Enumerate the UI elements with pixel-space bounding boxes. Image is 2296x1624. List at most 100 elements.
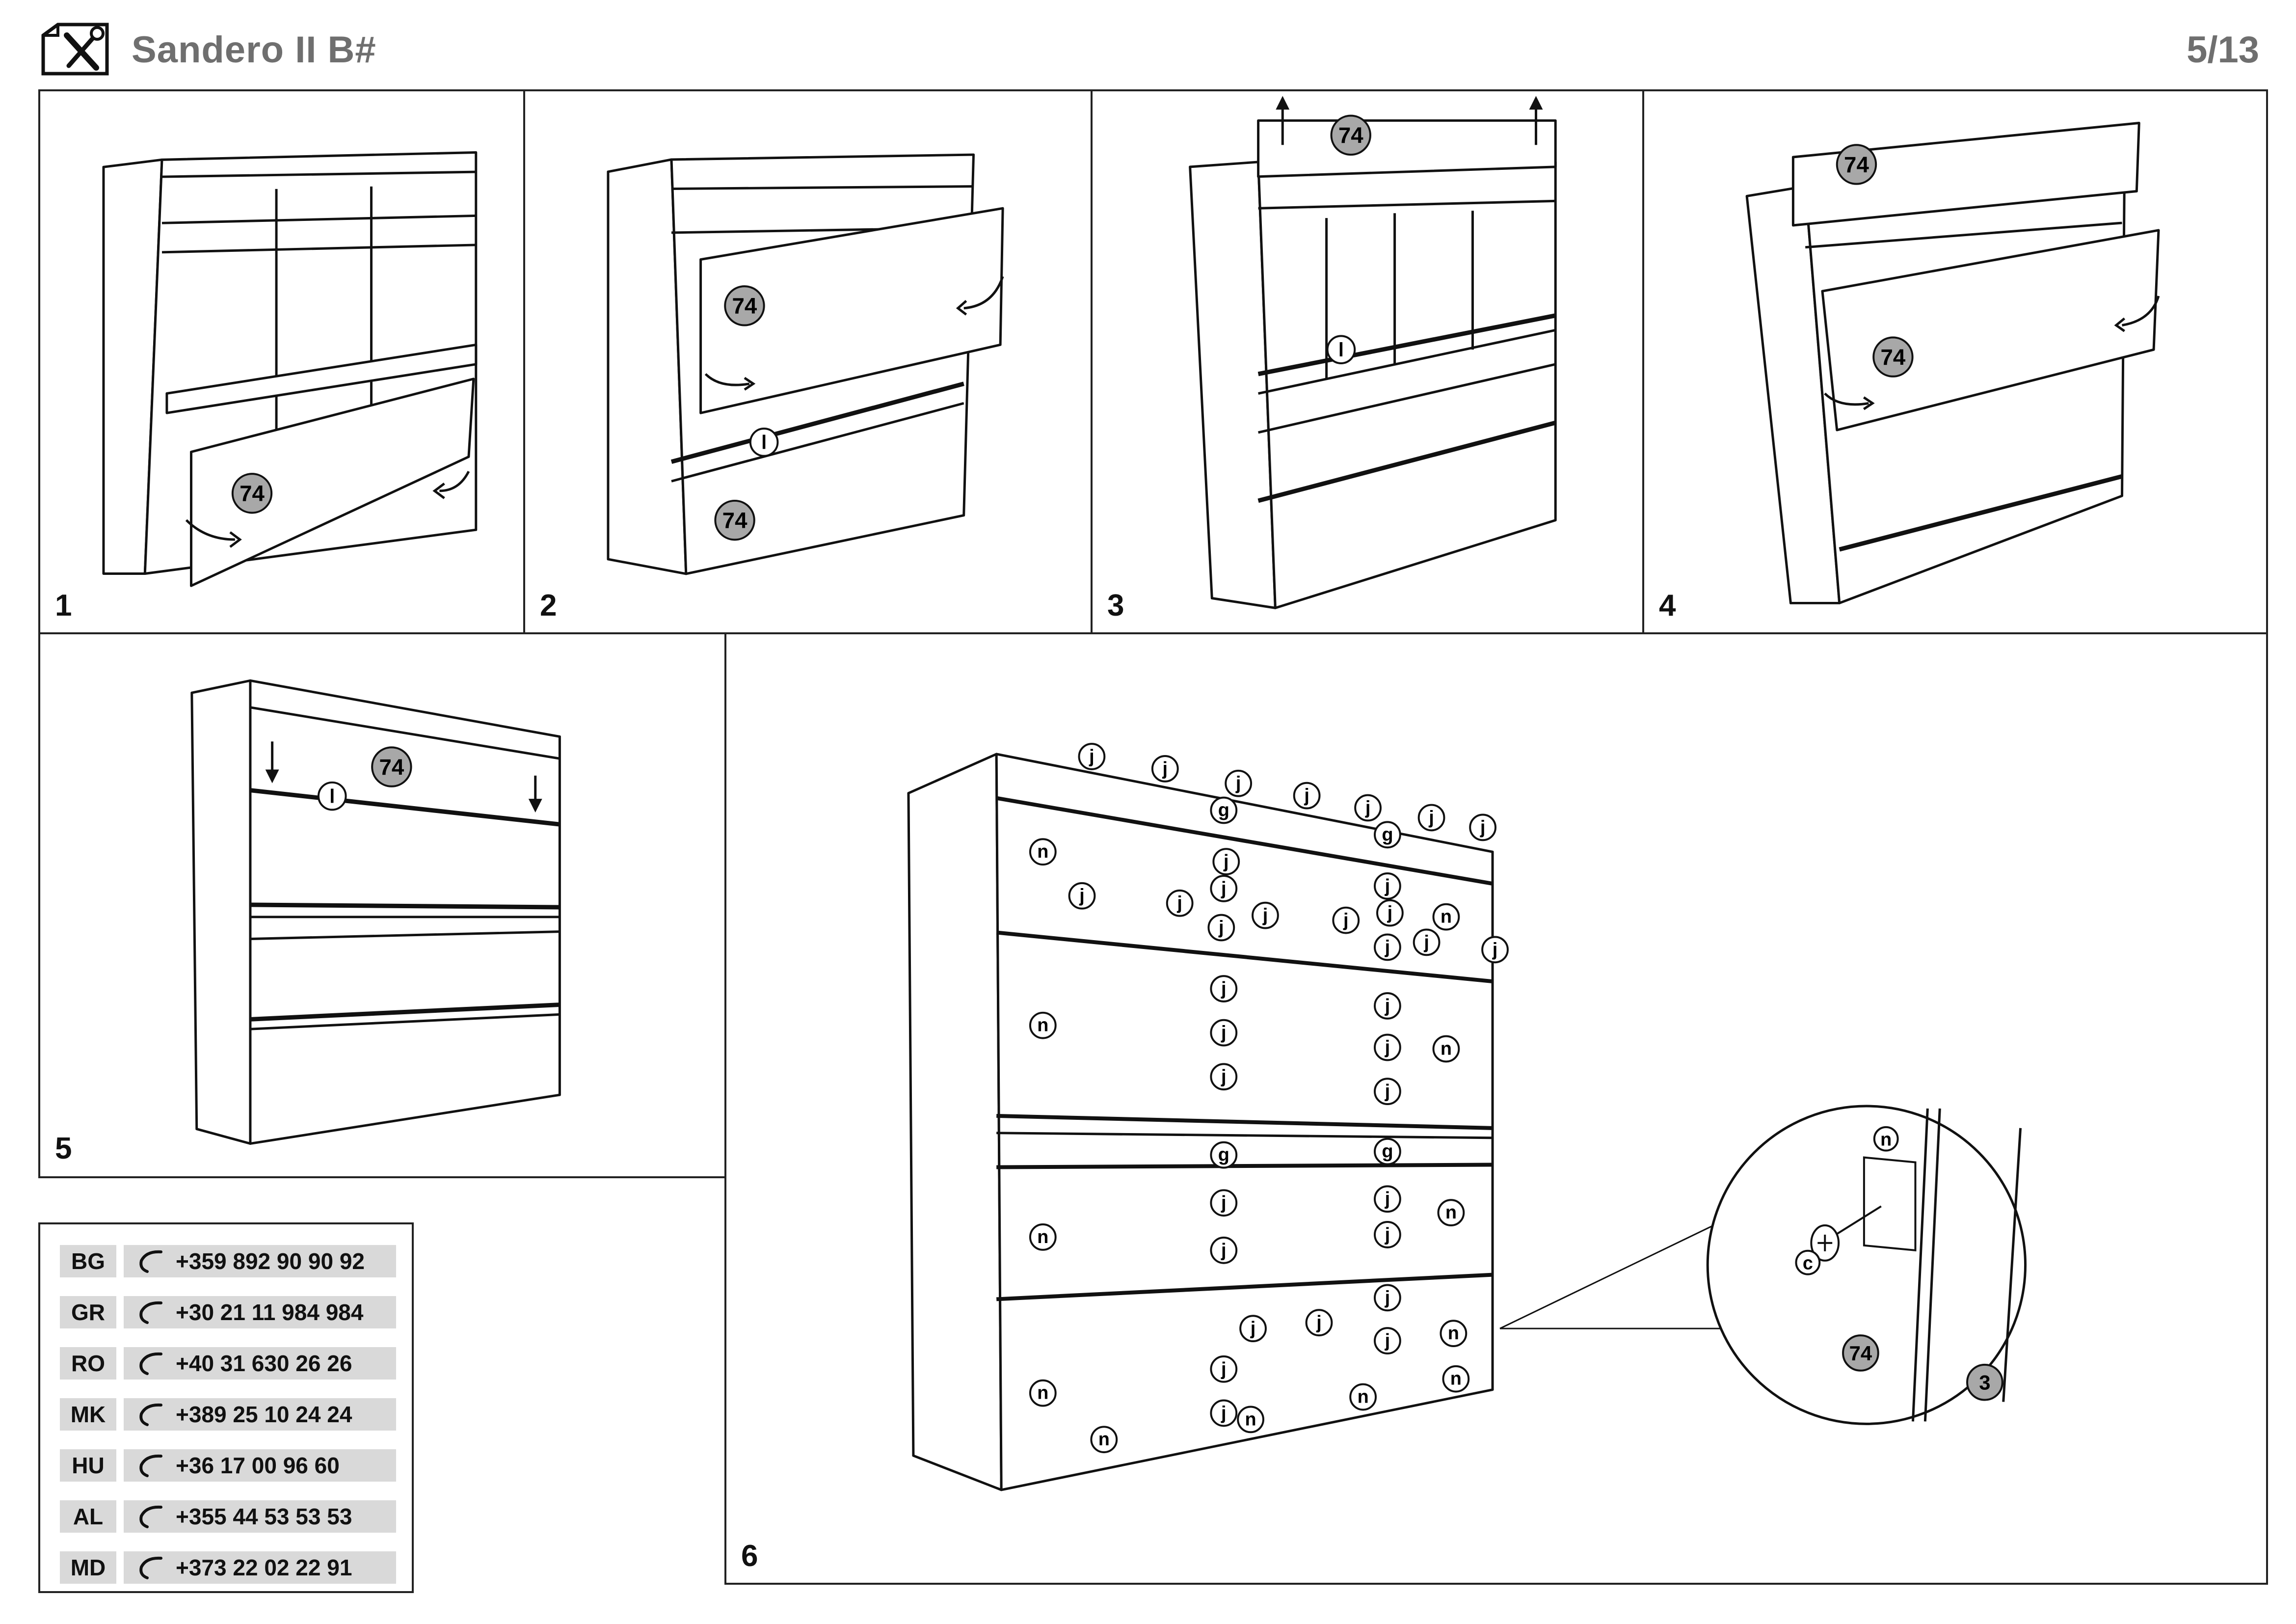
svg-text:j: j <box>1385 996 1390 1016</box>
svg-text:j: j <box>1221 1023 1227 1043</box>
country-code: GR <box>60 1296 116 1328</box>
svg-text:n: n <box>1037 1383 1048 1404</box>
svg-text:n: n <box>1450 1369 1462 1389</box>
svg-text:74: 74 <box>379 755 404 780</box>
phone-number: +40 31 630 26 26 <box>124 1347 396 1380</box>
svg-text:74: 74 <box>1844 152 1869 177</box>
svg-text:j: j <box>1385 1189 1390 1209</box>
part-badge-3 <box>1966 1363 2003 1401</box>
svg-text:g: g <box>1218 1145 1229 1165</box>
svg-text:n: n <box>1358 1387 1369 1407</box>
svg-text:j: j <box>1343 910 1349 931</box>
phone-icon <box>139 1250 162 1273</box>
svg-text:j: j <box>1385 1330 1390 1351</box>
svg-text:n: n <box>1037 841 1048 862</box>
country-code: BG <box>60 1245 116 1277</box>
phone-number: +373 22 02 22 91 <box>124 1551 396 1584</box>
svg-text:n: n <box>1245 1409 1256 1430</box>
svg-text:j: j <box>1221 1192 1227 1213</box>
tools-icon <box>38 21 112 77</box>
phone-icon <box>139 1403 162 1426</box>
svg-text:j: j <box>1385 876 1390 896</box>
svg-text:l: l <box>761 432 767 454</box>
phone-number: +355 44 53 53 53 <box>124 1500 396 1533</box>
svg-text:j: j <box>1218 917 1224 938</box>
svg-text:j: j <box>1235 773 1241 794</box>
svg-text:74: 74 <box>732 294 757 319</box>
rotate-arrow-icon <box>185 471 470 548</box>
hardware-badge-l <box>749 428 779 457</box>
svg-text:n: n <box>1448 1323 1459 1344</box>
step-number: 1 <box>55 589 72 623</box>
svg-text:n: n <box>1037 1015 1048 1036</box>
svg-text:74: 74 <box>722 508 748 533</box>
svg-text:j: j <box>1480 817 1486 838</box>
part-badge-74 <box>1842 1334 1879 1372</box>
phone-icon <box>139 1454 162 1477</box>
svg-text:j: j <box>1385 1287 1390 1308</box>
svg-text:j: j <box>1385 937 1390 957</box>
svg-text:j: j <box>1262 905 1268 926</box>
support-phone-list: BG +359 892 90 90 92 GR +30 21 11 984 98… <box>38 1222 414 1593</box>
svg-text:n: n <box>1441 907 1452 927</box>
step-number: 5 <box>55 1132 72 1165</box>
svg-text:n: n <box>1445 1202 1457 1223</box>
svg-text:j: j <box>1221 878 1227 899</box>
phone-icon <box>139 1505 162 1528</box>
part-badge-74 <box>714 499 755 541</box>
phone-number: +359 892 90 90 92 <box>124 1245 396 1277</box>
svg-text:j: j <box>1221 1359 1227 1380</box>
hardware-badge-l <box>1326 335 1356 364</box>
svg-text:n: n <box>1441 1038 1452 1059</box>
country-code: MD <box>60 1551 116 1584</box>
step-5-panel: 74 l 5 <box>38 632 726 1178</box>
svg-text:l: l <box>329 786 335 808</box>
svg-text:j: j <box>1316 1312 1322 1333</box>
page-number: 5/13 <box>2187 29 2259 71</box>
svg-text:g: g <box>1218 800 1229 820</box>
part-badge-74 <box>1836 144 1877 185</box>
svg-text:j: j <box>1250 1318 1256 1339</box>
step-number: 2 <box>540 589 557 623</box>
country-code: MK <box>60 1398 116 1431</box>
part-label: 74 <box>240 481 265 506</box>
svg-text:j: j <box>1304 785 1309 806</box>
svg-text:j: j <box>1223 851 1229 872</box>
svg-text:g: g <box>1382 1141 1393 1162</box>
step-number: 6 <box>741 1539 758 1573</box>
part-badge-74 <box>1330 114 1371 156</box>
step-1-panel: 74 1 <box>38 89 525 634</box>
svg-text:j: j <box>1079 886 1085 906</box>
phone-number: +36 17 00 96 60 <box>124 1449 396 1482</box>
screw-icon <box>1810 1156 1917 1262</box>
svg-text:j: j <box>1385 1081 1390 1102</box>
phone-icon <box>139 1301 162 1324</box>
part-badge-74 <box>724 285 765 326</box>
phone-icon <box>139 1556 162 1579</box>
document-title: Sandero II B# <box>132 29 376 71</box>
phone-number: +30 21 11 984 984 <box>124 1296 396 1328</box>
svg-text:n: n <box>1037 1227 1048 1247</box>
svg-text:l: l <box>1338 339 1344 361</box>
svg-text:j: j <box>1162 758 1168 779</box>
svg-text:j: j <box>1423 932 1429 952</box>
svg-text:g: g <box>1382 824 1393 845</box>
step-4-panel: 74 74 4 <box>1642 89 2268 634</box>
step-number: 4 <box>1659 589 1676 623</box>
country-code: AL <box>60 1500 116 1533</box>
step-2-panel: 74 74 l 2 <box>523 89 1093 634</box>
step-3-panel: 74 l 3 <box>1091 89 1644 634</box>
svg-text:j: j <box>1492 939 1498 960</box>
svg-text:j: j <box>1176 893 1182 914</box>
svg-text:j: j <box>1089 746 1095 767</box>
country-code: HU <box>60 1449 116 1482</box>
part-badge-74 <box>231 473 273 514</box>
svg-text:3: 3 <box>1979 1371 1990 1394</box>
svg-text:j: j <box>1428 807 1434 828</box>
svg-text:j: j <box>1387 903 1393 923</box>
svg-text:j: j <box>1221 1240 1227 1261</box>
svg-text:74: 74 <box>1849 1342 1872 1365</box>
hardware-badge-l <box>317 781 347 811</box>
country-code: RO <box>60 1347 116 1380</box>
